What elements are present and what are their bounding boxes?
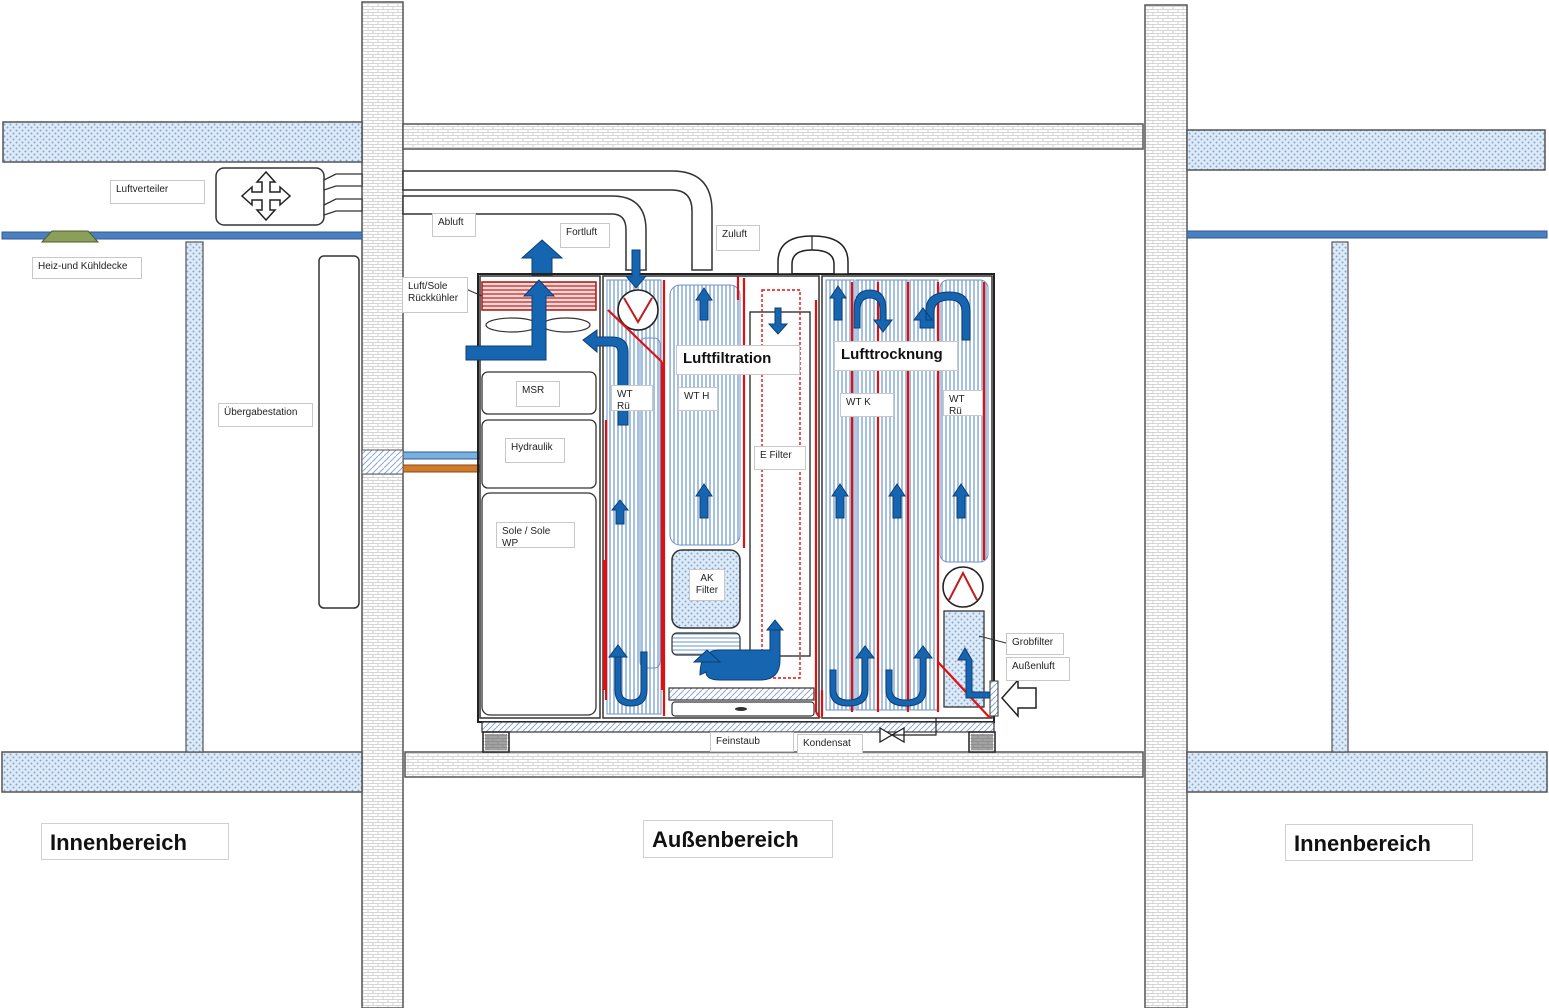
title-lufttrocknung: Lufttrocknung <box>834 341 958 371</box>
column-left <box>185 241 204 753</box>
label-kondensat: Kondensat <box>797 734 863 754</box>
label-fortluft: Fortluft <box>560 223 610 248</box>
duct-abluft <box>402 195 647 271</box>
label-rueckkuehler: Luft/Sole Rückkühler <box>402 277 468 313</box>
area-aussen: Außenbereich <box>643 820 833 858</box>
label-wt-h: WT H <box>678 387 718 411</box>
foot-right-fill <box>971 734 993 750</box>
label-sole-wp: Sole / Sole WP <box>496 522 575 549</box>
label-msr: MSR <box>516 381 560 407</box>
drip-tray <box>668 687 815 701</box>
duct-zuluft <box>402 170 713 271</box>
fortluft-arrow-icon <box>520 239 564 276</box>
title-luftfiltration: Luftfiltration <box>676 345 800 375</box>
foot-left-fill <box>485 734 507 750</box>
pipe-warm <box>402 464 482 473</box>
fan-supply-a-mark <box>948 570 978 601</box>
label-wt-rue-left: WT Rü <box>611 385 653 412</box>
label-aussenluft: Außenluft <box>1006 657 1070 681</box>
fan-supply-icon <box>942 566 984 608</box>
ceiling-pipe-left <box>1 231 363 240</box>
pipe-through-wall <box>361 449 404 475</box>
ceiling-slab-left <box>2 121 363 163</box>
grobfilter-leader-line <box>978 635 1007 644</box>
label-feinstaub: Feinstaub <box>710 732 794 752</box>
column-right <box>1331 241 1349 753</box>
fan-blade-left <box>485 317 539 333</box>
floor-slab-left <box>1 751 363 793</box>
wall-right <box>1144 4 1188 1008</box>
label-heiz-kuehldecke: Heiz-und Kühldecke <box>32 257 142 279</box>
inlet-grille <box>989 680 999 717</box>
ceiling-panel <box>40 230 100 243</box>
heat-pump-box <box>481 492 597 716</box>
label-zuluft: Zuluft <box>716 225 760 251</box>
duct-stub-upper <box>323 173 363 191</box>
wt-rue-left-core <box>639 337 661 669</box>
condensate-drain-line <box>892 718 937 736</box>
fan-exhaust-v-mark <box>623 297 653 324</box>
label-grobfilter: Grobfilter <box>1006 633 1064 655</box>
ceiling-pipe-right <box>1186 230 1548 239</box>
label-luftverteiler: Luftverteiler <box>110 180 205 204</box>
four-way-arrow-icon <box>240 170 292 222</box>
recooler-leader-line <box>465 288 483 297</box>
label-ak-filter: AK Filter <box>689 569 725 601</box>
floor-slab-right <box>1186 751 1548 793</box>
transfer-station-body <box>318 255 360 609</box>
floor-slab-middle <box>404 751 1144 778</box>
tray-drain <box>735 707 747 711</box>
wall-left <box>361 1 404 1008</box>
heating-lines <box>602 276 991 719</box>
area-innen-right: Innenbereich <box>1285 824 1473 861</box>
e-filter-inner <box>761 289 801 679</box>
unit-base <box>481 721 995 733</box>
pipe-cool <box>402 451 482 460</box>
label-uebergabestation: Übergabestation <box>218 403 313 427</box>
ceiling-slab-middle <box>402 123 1144 150</box>
fan-inlet-arrow-icon <box>465 279 556 361</box>
duct-stub-lower <box>323 198 363 216</box>
ceiling-slab-right <box>1186 129 1546 171</box>
fan-exhaust-icon <box>617 289 659 331</box>
label-wt-k: WT K <box>840 393 894 417</box>
flow-arrows <box>582 249 991 707</box>
label-wt-rue-right: WT Rü <box>943 390 983 417</box>
duct-bend-drying <box>777 235 849 275</box>
area-innen-left: Innenbereich <box>41 823 229 860</box>
label-hydraulik: Hydraulik <box>505 438 565 463</box>
outside-air-arrow-icon <box>1000 678 1037 718</box>
fan-blade-right <box>541 317 591 333</box>
label-e-filter: E Filter <box>754 446 806 470</box>
label-abluft: Abluft <box>432 213 476 237</box>
